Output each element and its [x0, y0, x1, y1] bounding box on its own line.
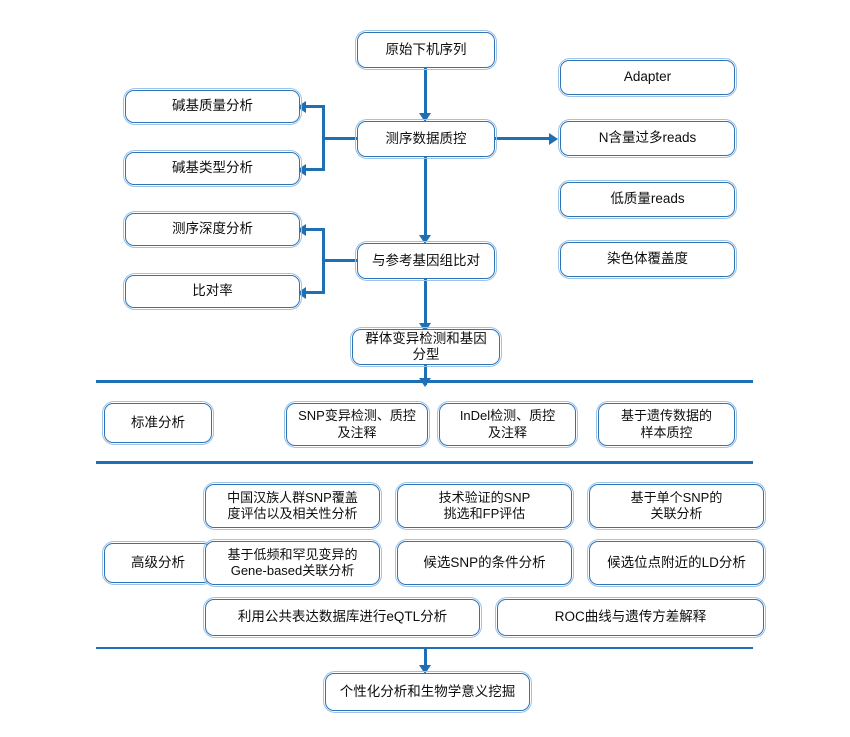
- arrowhead-alignment-to-depth: [297, 224, 306, 236]
- node-base-type-analysis-label: 碱基类型分析: [172, 160, 253, 176]
- connector-alignment-left-stem: [322, 259, 359, 262]
- node-gene-based-association[interactable]: 基于低频和罕见变异的 Gene-based关联分析: [203, 539, 382, 587]
- node-eqtl-public-expression-db-label: 利用公共表达数据库进行eQTL分析: [237, 609, 448, 625]
- node-han-chinese-snp-coverage-label: 中国汉族人群SNP覆盖 度评估以及相关性分析: [227, 489, 358, 521]
- node-alignment-rate[interactable]: 比对率: [123, 273, 302, 310]
- node-personalized-analysis[interactable]: 个性化分析和生物学意义挖掘: [323, 671, 532, 713]
- node-personalized-analysis-label: 个性化分析和生物学意义挖掘: [339, 683, 516, 699]
- connector-alignment-to-depth: [305, 228, 325, 231]
- connector-qc-to-n-reads: [495, 137, 551, 140]
- connector-advanced-to-final: [424, 649, 427, 670]
- connector-alignment-to-rate: [305, 291, 325, 294]
- connector-qc-to-alignment: [424, 157, 427, 239]
- arrowhead-advanced-to-final: [419, 665, 431, 674]
- node-technical-validation-snp[interactable]: 技术验证的SNP 挑选和FP评估: [395, 482, 574, 530]
- node-snp-detection-qc-annotation-label: SNP变异检测、质控 及注释: [298, 408, 416, 440]
- arrowhead-qc-to-alignment: [419, 235, 431, 244]
- node-low-quality-reads-label: 低质量reads: [610, 191, 685, 207]
- node-indel-detection-qc-annotation[interactable]: InDel检测、质控 及注释: [437, 401, 578, 448]
- node-variant-calling-label: 群体变异检测和基因分型: [365, 330, 487, 362]
- connector-raw-to-qc: [424, 68, 427, 116]
- node-ld-analysis-near-candidate-label: 候选位点附近的LD分析: [607, 554, 746, 570]
- section-label-standard-text: 标准分析: [131, 414, 185, 430]
- connector-alignment-left-bracket: [322, 228, 325, 294]
- node-single-snp-association[interactable]: 基于单个SNP的 关联分析: [587, 482, 766, 530]
- node-chromosome-coverage-label: 染色体覆盖度: [607, 251, 688, 267]
- node-single-snp-association-label: 基于单个SNP的 关联分析: [630, 489, 723, 521]
- node-variant-calling[interactable]: 群体变异检测和基因分型: [350, 327, 502, 367]
- node-eqtl-public-expression-db[interactable]: 利用公共表达数据库进行eQTL分析: [203, 597, 482, 638]
- connector-qc-left-stem: [322, 137, 359, 140]
- node-roc-genetic-variance-label: ROC曲线与遗传方差解释: [554, 609, 707, 625]
- node-base-quality-analysis[interactable]: 碱基质量分析: [123, 88, 302, 125]
- node-adapter[interactable]: Adapter: [558, 58, 737, 97]
- node-sequencing-depth-analysis[interactable]: 测序深度分析: [123, 211, 302, 248]
- node-candidate-snp-conditional-label: 候选SNP的条件分析: [423, 554, 546, 570]
- divider-advanced-bottom: [96, 647, 753, 649]
- node-indel-detection-qc-annotation-label: InDel检测、质控 及注释: [459, 408, 556, 440]
- node-adapter-label: Adapter: [623, 69, 672, 85]
- connector-qc-to-base-quality: [305, 105, 325, 108]
- node-alignment-rate-label: 比对率: [192, 283, 233, 299]
- node-sequencing-depth-analysis-label: 测序深度分析: [172, 221, 253, 237]
- arrowhead-qc-to-base-type: [297, 164, 306, 176]
- node-alignment[interactable]: 与参考基因组比对: [355, 241, 497, 281]
- node-base-quality-analysis-label: 碱基质量分析: [172, 98, 253, 114]
- connector-qc-to-base-type: [305, 168, 325, 171]
- node-raw-reads[interactable]: 原始下机序列: [355, 30, 497, 70]
- node-qc[interactable]: 测序数据质控: [355, 119, 497, 159]
- node-chromosome-coverage[interactable]: 染色体覆盖度: [558, 240, 737, 279]
- section-label-standard: 标准分析: [102, 401, 214, 445]
- node-han-chinese-snp-coverage[interactable]: 中国汉族人群SNP覆盖 度评估以及相关性分析: [203, 482, 382, 530]
- node-n-content-reads[interactable]: N含量过多reads: [558, 119, 737, 158]
- section-label-advanced: 高级分析: [102, 541, 214, 585]
- section-label-advanced-text: 高级分析: [131, 554, 185, 570]
- node-snp-detection-qc-annotation[interactable]: SNP变异检测、质控 及注释: [284, 401, 430, 448]
- node-alignment-label: 与参考基因组比对: [372, 252, 480, 268]
- divider-standard-bottom: [96, 461, 753, 464]
- node-low-quality-reads[interactable]: 低质量reads: [558, 180, 737, 219]
- connector-alignment-to-variant: [424, 279, 427, 327]
- node-raw-reads-label: 原始下机序列: [385, 41, 467, 57]
- node-genetic-data-sample-qc[interactable]: 基于遗传数据的 样本质控: [596, 401, 737, 448]
- node-ld-analysis-near-candidate[interactable]: 候选位点附近的LD分析: [587, 539, 766, 587]
- arrowhead-raw-to-qc: [419, 113, 431, 122]
- node-n-content-reads-label: N含量过多reads: [598, 130, 697, 146]
- node-candidate-snp-conditional[interactable]: 候选SNP的条件分析: [395, 539, 574, 587]
- arrowhead-alignment-to-rate: [297, 287, 306, 299]
- node-base-type-analysis[interactable]: 碱基类型分析: [123, 150, 302, 187]
- node-genetic-data-sample-qc-label: 基于遗传数据的 样本质控: [620, 408, 712, 440]
- node-technical-validation-snp-label: 技术验证的SNP 挑选和FP评估: [438, 489, 531, 521]
- node-qc-label: 测序数据质控: [385, 130, 467, 146]
- connector-variant-to-standard: [424, 365, 427, 385]
- arrowhead-qc-to-base-quality: [297, 101, 306, 113]
- node-gene-based-association-label: 基于低频和罕见变异的 Gene-based关联分析: [227, 546, 358, 578]
- connector-qc-left-bracket: [322, 105, 325, 171]
- arrowhead-variant-to-standard: [419, 378, 431, 387]
- arrowhead-alignment-to-variant: [419, 323, 431, 332]
- node-roc-genetic-variance[interactable]: ROC曲线与遗传方差解释: [495, 597, 766, 638]
- arrowhead-qc-to-n-reads: [549, 133, 558, 145]
